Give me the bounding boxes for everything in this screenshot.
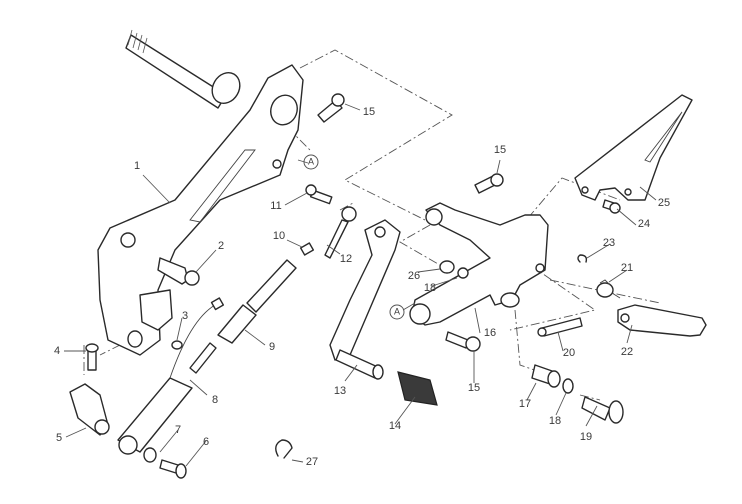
callout-10: 10 — [272, 230, 286, 242]
callout-25: 25 — [657, 197, 671, 209]
part-9-rod — [217, 259, 297, 344]
part-19-pin — [581, 396, 624, 424]
callout-9: 9 — [268, 341, 276, 353]
part-15-screw-upper-left — [317, 93, 345, 123]
leader-lines — [64, 103, 657, 467]
part-2-screw — [157, 257, 200, 286]
part-24-screw — [602, 199, 621, 214]
callout-4: 4 — [53, 345, 61, 357]
part-14-rubber-pad — [397, 371, 438, 406]
callout-17: 17 — [518, 398, 532, 410]
part-15-screw-middle — [474, 173, 504, 194]
callout-11: 11 — [270, 200, 282, 212]
callout-13: 13 — [333, 385, 347, 397]
part-21-spring — [596, 279, 621, 299]
callout-8: 8 — [211, 394, 219, 406]
part-12-rod-end — [324, 206, 357, 259]
callout-24: 24 — [637, 218, 651, 230]
reference-marker-a-lower: A — [389, 304, 405, 320]
part-18-o-ring-lower — [562, 378, 574, 394]
part-15-screw-lower — [445, 331, 481, 352]
reference-marker-a-upper: A — [303, 154, 319, 170]
callout-16: 16 — [483, 327, 497, 339]
callout-19: 19 — [579, 431, 593, 443]
callout-27: 27 — [305, 456, 319, 468]
callout-18-upper: 18 — [423, 282, 437, 294]
part-5-clamp — [69, 383, 110, 436]
part-23-circlip — [577, 254, 588, 263]
callout-6: 6 — [202, 436, 210, 448]
callout-14: 14 — [388, 420, 402, 432]
callout-20: 20 — [562, 347, 576, 359]
part-3-plug — [171, 340, 183, 350]
callout-12: 12 — [339, 253, 353, 265]
callout-3: 3 — [181, 310, 189, 322]
callout-1: 1 — [133, 160, 141, 172]
callout-21: 21 — [620, 262, 634, 274]
callout-2: 2 — [217, 240, 225, 252]
part-26-washer — [439, 260, 455, 274]
part-27-clip — [275, 439, 293, 459]
callout-22: 22 — [620, 346, 634, 358]
callout-7: 7 — [174, 424, 182, 436]
part-22-passenger-footpeg — [617, 304, 707, 337]
part-4-screw — [85, 343, 99, 371]
part-11-screw — [305, 184, 333, 205]
part-25-heel-guard — [574, 94, 693, 201]
callout-18-lower: 18 — [548, 415, 562, 427]
callout-5: 5 — [55, 432, 63, 444]
part-20-pin — [537, 317, 583, 337]
part-16-passenger-bracket — [409, 202, 549, 326]
callout-26: 26 — [407, 270, 421, 282]
callout-23: 23 — [602, 237, 616, 249]
part-10-nut — [299, 242, 315, 256]
callout-15-upper-left: 15 — [362, 106, 376, 118]
part-13-gear-lever — [329, 219, 401, 380]
part-6-screw — [159, 459, 187, 479]
part-18-o-ring-upper — [457, 267, 469, 279]
part-17-bushing — [531, 364, 561, 388]
callout-15-lower: 15 — [467, 382, 481, 394]
part-8-sensor-rod — [117, 297, 225, 455]
part-7-washer — [143, 447, 157, 463]
callout-15-middle: 15 — [493, 144, 507, 156]
part-1-rider-bracket — [97, 29, 304, 356]
